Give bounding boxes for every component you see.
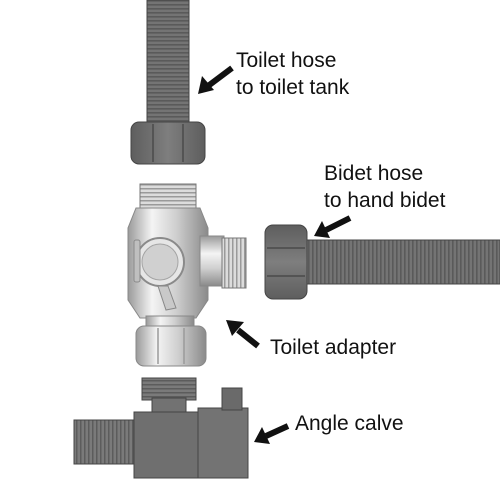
- bidet-hose-nut: [264, 224, 308, 300]
- arrow-angle-valve: [254, 423, 290, 444]
- label-toilet-adapter: Toilet adapter: [270, 336, 396, 359]
- label-bidet-hose-line2: to hand bidet: [324, 189, 446, 212]
- bidet-hose: [264, 224, 500, 300]
- arrow-toilet-hose: [198, 65, 234, 94]
- t-adapter: [127, 183, 247, 367]
- arrow-toilet-adapter: [226, 320, 260, 349]
- label-bidet-hose-line1: Bidet hose: [324, 162, 423, 185]
- label-angle-valve: Angle calve: [295, 412, 404, 435]
- toilet-hose: [130, 0, 206, 165]
- angle-valve: [73, 377, 249, 479]
- toilet-hose-nut: [130, 121, 206, 165]
- label-toilet-hose-line1: Toilet hose: [236, 49, 336, 72]
- arrow-bidet-hose: [314, 215, 352, 238]
- label-toilet-hose-line2: to toilet tank: [236, 76, 350, 99]
- adapter-bottom-nut: [135, 325, 207, 367]
- valve-knob: [133, 237, 185, 287]
